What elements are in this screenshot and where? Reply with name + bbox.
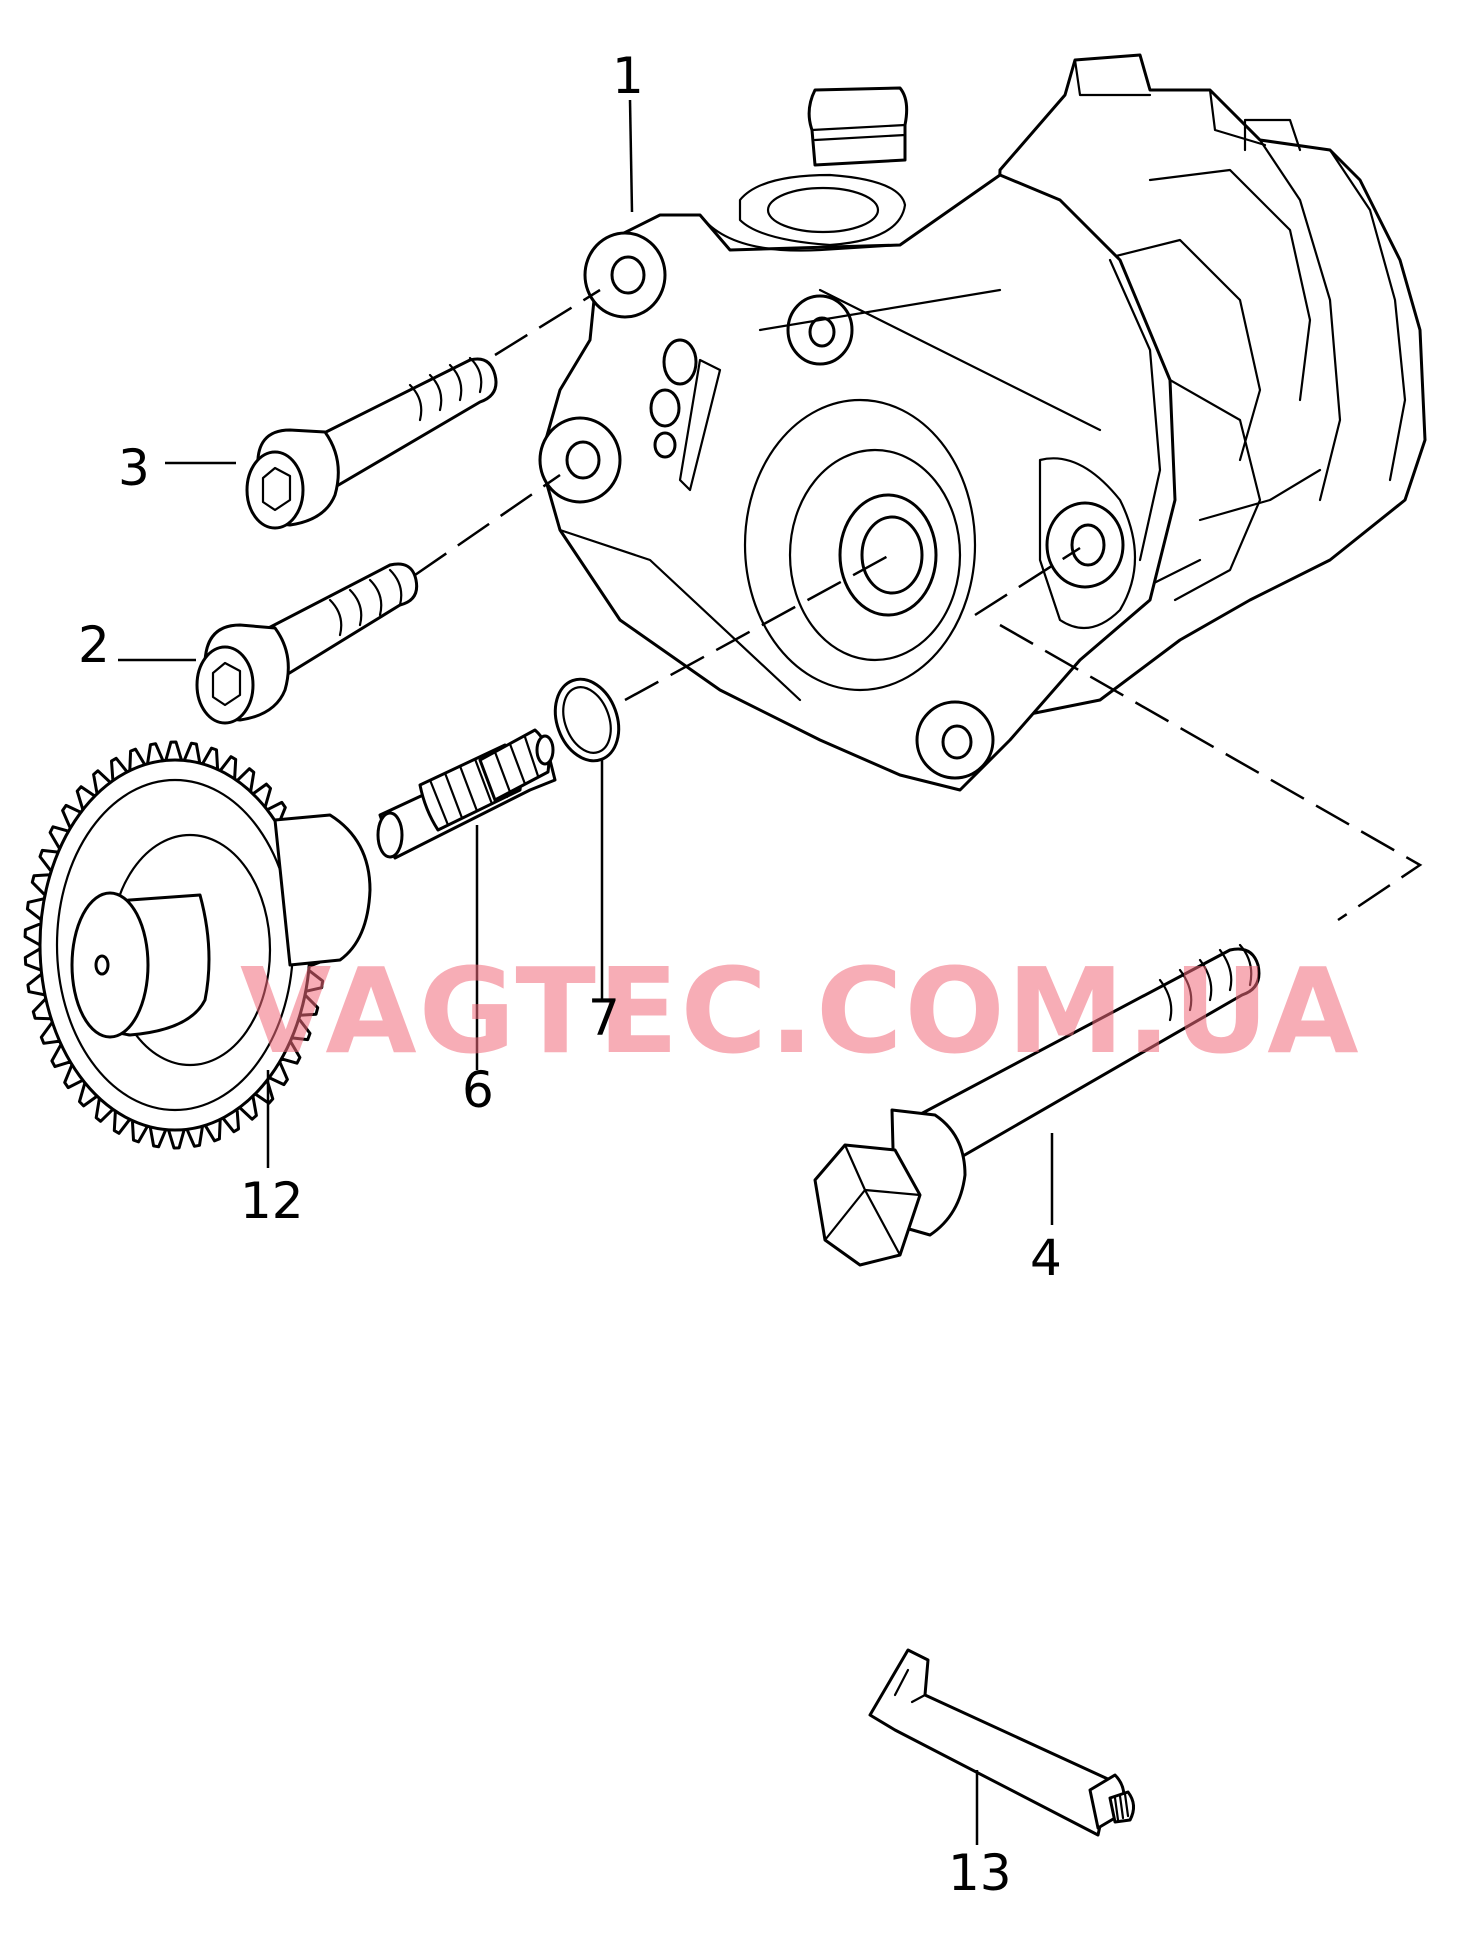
leader-lines xyxy=(118,99,1054,1845)
part-label-12[interactable]: 12 xyxy=(240,1172,304,1230)
assembly-line-bolt-2 xyxy=(414,473,561,577)
o-ring[interactable] xyxy=(544,670,629,769)
drive-shaft[interactable] xyxy=(376,728,557,860)
socket-bolt-lower[interactable] xyxy=(195,562,419,725)
drive-gear[interactable] xyxy=(23,740,372,1150)
leader-1 xyxy=(628,99,634,213)
assembly-line-hex-bolt-top xyxy=(974,546,1081,617)
part-label-3[interactable]: 3 xyxy=(118,439,150,497)
watermark: VAGTEC.COM.UA xyxy=(240,942,1361,1080)
assembly-lines xyxy=(414,288,1423,922)
grease-tube[interactable] xyxy=(868,1648,1135,1837)
part-label-1[interactable]: 1 xyxy=(612,47,644,105)
part-label-2[interactable]: 2 xyxy=(78,616,110,674)
assembly-line-hex-bolt xyxy=(999,623,1423,922)
assembly-line-bolt-3 xyxy=(494,288,601,357)
part-label-4[interactable]: 4 xyxy=(1030,1229,1062,1287)
part-label-6[interactable]: 6 xyxy=(462,1061,494,1119)
hex-flange-bolt[interactable] xyxy=(813,943,1261,1267)
high-pressure-pump[interactable] xyxy=(538,53,1427,792)
part-labels: 1 2 3 4 6 7 12 13 xyxy=(78,47,1062,1902)
part-label-7[interactable]: 7 xyxy=(588,989,620,1047)
part-label-13[interactable]: 13 xyxy=(948,1844,1012,1902)
socket-bolt-upper[interactable] xyxy=(245,356,498,530)
